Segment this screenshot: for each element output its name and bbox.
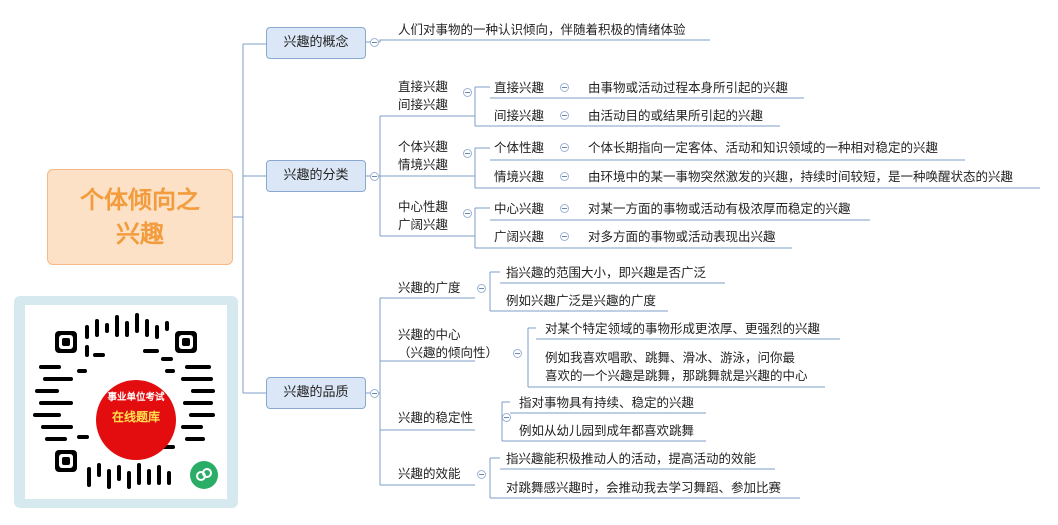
collapse-toggle-icon[interactable]	[560, 143, 569, 152]
branch-classification[interactable]: 兴趣的分类	[266, 160, 366, 192]
class-item-desc: 由事物或活动过程本身所引起的兴趣	[588, 80, 789, 95]
collapse-toggle-icon[interactable]	[463, 209, 472, 218]
class-item-desc: 对多方面的事物或活动表现出兴趣	[588, 229, 776, 244]
branch-quality[interactable]: 兴趣的品质	[266, 377, 366, 409]
root-topic[interactable]: 个体倾向之 兴趣	[47, 169, 233, 265]
qr-center-badge: 事业单位考试 在线题库	[96, 380, 176, 460]
class-group-individual-situational[interactable]: 个体兴趣 情境兴趣	[398, 139, 449, 172]
qr-code: 事业单位考试 在线题库	[25, 305, 227, 499]
class-item-desc: 个体长期指向一定客体、活动和知识领域的一种相对稳定的兴趣	[588, 140, 939, 155]
concept-definition: 人们对事物的一种认识倾向，伴随着积极的情绪体验	[398, 22, 686, 37]
class-item-desc: 由环境中的某一事物突然激发的兴趣，持续时间较短，是一种唤醒状态的兴趣	[588, 169, 1014, 184]
collapse-toggle-icon[interactable]	[370, 172, 379, 181]
collapse-toggle-icon[interactable]	[560, 204, 569, 213]
quality-detail: 对某个特定领域的事物形成更浓厚、更强烈的兴趣	[545, 321, 821, 336]
mini-program-logo-icon	[190, 461, 218, 489]
root-topic-line1: 个体倾向之	[80, 186, 200, 214]
branch-concept[interactable]: 兴趣的概念	[266, 27, 366, 59]
collapse-toggle-icon[interactable]	[463, 149, 472, 158]
class-item-name[interactable]: 个体性趣	[494, 140, 545, 155]
quality-example: 例如我喜欢唱歌、跳舞、滑冰、游泳，问你最 喜欢的一个兴趣是跳舞，那跳舞就是兴趣的…	[545, 350, 808, 383]
quality-breadth[interactable]: 兴趣的广度	[398, 280, 461, 295]
collapse-toggle-icon[interactable]	[560, 83, 569, 92]
quality-detail: 指兴趣的范围大小，即兴趣是否广泛	[506, 265, 707, 280]
class-item-name[interactable]: 间接兴趣	[494, 108, 545, 123]
collapse-toggle-icon[interactable]	[560, 232, 569, 241]
class-item-name[interactable]: 广阔兴趣	[494, 229, 545, 244]
quality-center[interactable]: 兴趣的中心 （兴趣的倾向性）	[398, 327, 499, 360]
quality-example: 例如兴趣广泛是兴趣的广度	[506, 293, 657, 308]
collapse-toggle-icon[interactable]	[477, 470, 486, 479]
collapse-toggle-icon[interactable]	[560, 172, 569, 181]
collapse-toggle-icon[interactable]	[477, 284, 486, 293]
quality-stability[interactable]: 兴趣的稳定性	[398, 410, 474, 425]
class-item-name[interactable]: 情境兴趣	[494, 169, 545, 184]
class-item-name[interactable]: 中心兴趣	[494, 201, 545, 216]
collapse-toggle-icon[interactable]	[502, 413, 511, 422]
quality-detail: 指兴趣能积极推动人的活动，提高活动的效能	[506, 451, 757, 466]
collapse-toggle-icon[interactable]	[463, 88, 472, 97]
collapse-toggle-icon[interactable]	[513, 349, 522, 358]
quality-detail: 指对事物具有持续、稳定的兴趣	[519, 395, 695, 410]
class-group-direct-indirect[interactable]: 直接兴趣 间接兴趣	[398, 79, 449, 112]
class-group-central-broad[interactable]: 中心性趣 广阔兴趣	[398, 199, 449, 232]
class-item-desc: 由活动目的或结果所引起的兴趣	[588, 108, 764, 123]
quality-example: 对跳舞感兴趣时，会推动我去学习舞蹈、参加比赛	[506, 480, 782, 495]
class-item-desc: 对某一方面的事物或活动有极浓厚而稳定的兴趣	[588, 201, 851, 216]
quality-example: 例如从幼儿园到成年都喜欢跳舞	[519, 423, 695, 438]
qr-code-card[interactable]: 事业单位考试 在线题库	[14, 296, 238, 508]
collapse-toggle-icon[interactable]	[370, 389, 379, 398]
qr-badge-line1: 事业单位考试	[107, 392, 165, 403]
quality-efficacy[interactable]: 兴趣的效能	[398, 466, 461, 481]
root-topic-line2: 兴趣	[116, 220, 164, 248]
collapse-toggle-icon[interactable]	[370, 38, 379, 47]
qr-badge-line2: 在线题库	[111, 410, 160, 424]
collapse-toggle-icon[interactable]	[560, 111, 569, 120]
qr-pattern-icon	[33, 313, 215, 489]
class-item-name[interactable]: 直接兴趣	[494, 80, 545, 95]
